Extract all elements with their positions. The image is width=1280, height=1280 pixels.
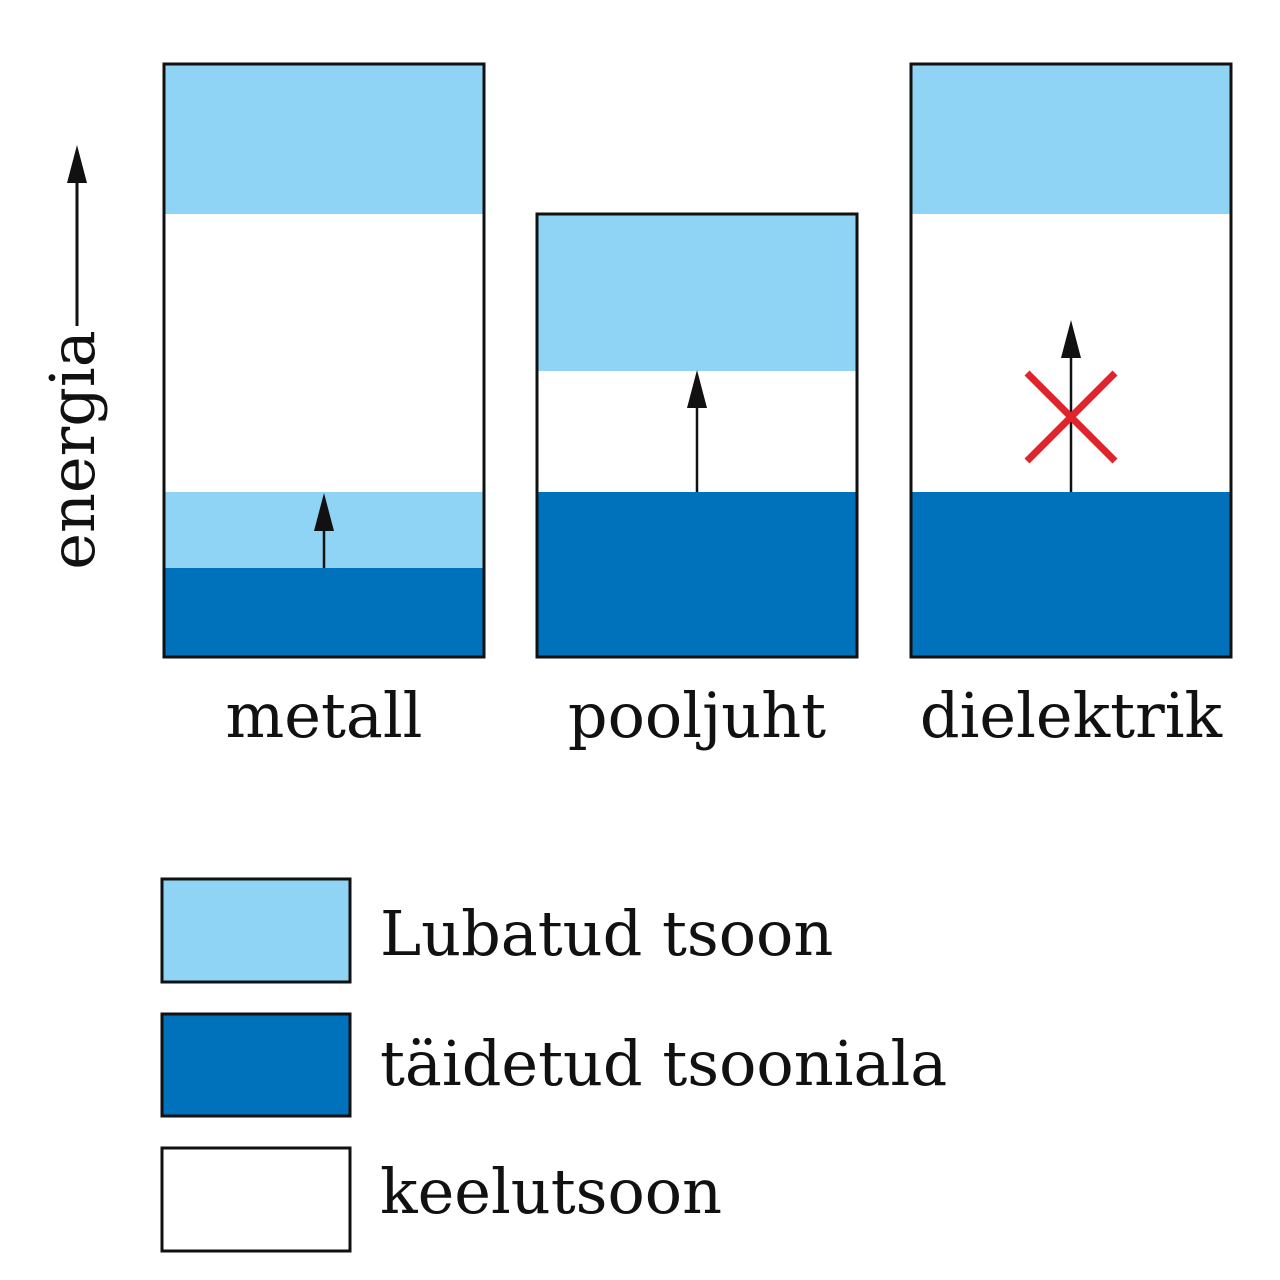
dielektrik-transition-arrow-icon <box>1061 320 1081 358</box>
legend-swatch-filled-band <box>160 1012 352 1118</box>
legend-item-allowed-band: Lubatud tsoon <box>160 877 833 984</box>
material-label-dielektrik: dielektrik <box>920 679 1223 752</box>
metall-band-gap <box>164 214 484 492</box>
dielektrik-filled-band <box>911 492 1231 657</box>
material-label-metall: metall <box>225 679 422 752</box>
band-column-dielektrik: dielektrik <box>909 62 1233 752</box>
band-column-pooljuht: pooljuht <box>535 212 859 752</box>
metall-filled-band <box>164 568 484 657</box>
pooljuht-transition-arrow-icon <box>687 370 707 408</box>
legend-swatch-forbidden-band <box>160 1146 352 1253</box>
energy-axis-label: energia <box>36 330 109 569</box>
legend-label-allowed-band: Lubatud tsoon <box>380 897 833 970</box>
band-column-metall: metall <box>162 62 486 752</box>
legend: Lubatud tsoon täidetud tsooniala keeluts… <box>160 877 947 1253</box>
metall-outline <box>162 62 486 659</box>
blocked-cross-icon <box>1024 370 1118 464</box>
legend-item-filled-band: täidetud tsooniala <box>160 1012 947 1118</box>
legend-swatch-allowed-band <box>160 877 352 984</box>
legend-label-forbidden-band: keelutsoon <box>380 1155 722 1228</box>
legend-item-forbidden-band: keelutsoon <box>160 1146 722 1253</box>
pooljuht-outline <box>535 212 859 659</box>
energy-axis-arrow-icon <box>67 145 87 183</box>
dielektrik-conduction-band <box>911 64 1231 214</box>
metall-conduction-band <box>164 64 484 214</box>
energy-axis: energia <box>36 145 109 570</box>
pooljuht-conduction-band <box>537 214 857 371</box>
pooljuht-filled-band <box>537 492 857 657</box>
dielektrik-outline <box>909 62 1233 659</box>
metall-transition-arrow-icon <box>314 493 334 531</box>
material-label-pooljuht: pooljuht <box>568 679 826 752</box>
legend-label-filled-band: täidetud tsooniala <box>380 1027 947 1100</box>
